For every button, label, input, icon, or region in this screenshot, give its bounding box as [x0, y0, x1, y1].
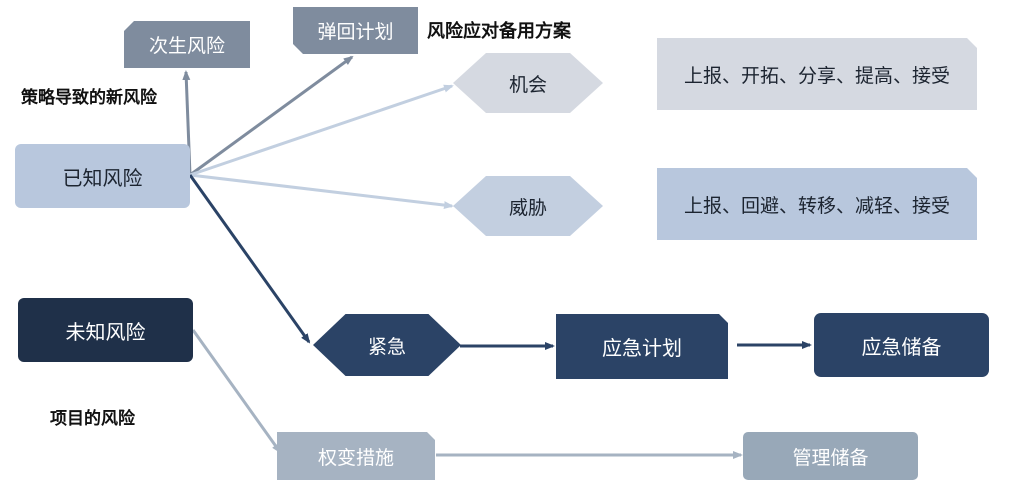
arrow-to-urgent — [188, 174, 311, 344]
urgent-diamond: 紧急 — [313, 314, 461, 376]
arrow-to-opportunity — [189, 84, 454, 177]
management-reserve-box: 管理储备 — [743, 432, 918, 480]
fallback-plan-box: 弹回计划 — [293, 7, 418, 54]
contingency-plan-box: 应急计划 — [556, 314, 728, 379]
secondary-risk-box: 次生风险 — [124, 21, 250, 68]
known-risk-box: 已知风险 — [15, 144, 190, 208]
threat-strategies-box: 上报、回避、转移、减轻、接受 — [657, 168, 977, 240]
threat-strategies-text: 上报、回避、转移、减轻、接受 — [683, 194, 950, 217]
known-risk-label: 已知风险 — [62, 165, 143, 190]
workaround-box: 权变措施 — [277, 432, 435, 480]
secondary-risk-label: 次生风险 — [148, 35, 225, 57]
arrow-to-threat — [189, 173, 454, 210]
unknown-risk-box: 未知风险 — [18, 298, 193, 362]
arrow-to-workaround — [191, 329, 282, 454]
fallback-caption: 风险应对备用方案 — [427, 21, 571, 42]
arrow-to-fallback-plan — [189, 55, 354, 177]
workaround-label: 权变措施 — [317, 446, 394, 469]
unknown-risk-label: 未知风险 — [65, 319, 146, 344]
opportunity-strategies-text: 上报、开拓、分享、提高、接受 — [683, 64, 950, 87]
urgent-label: 紧急 — [367, 335, 406, 358]
contingency-reserve-box: 应急储备 — [814, 313, 989, 377]
opportunity-diamond: 机会 — [453, 53, 603, 113]
management-reserve-label: 管理储备 — [792, 446, 869, 469]
opportunity-strategies-box: 上报、开拓、分享、提高、接受 — [657, 38, 977, 110]
fallback-plan-label: 弹回计划 — [317, 21, 394, 43]
threat-label: 威胁 — [508, 196, 547, 219]
secondary-caption: 策略导致的新风险 — [21, 88, 157, 108]
opportunity-label: 机会 — [508, 73, 547, 96]
threat-diamond: 威胁 — [453, 176, 603, 236]
unknown-caption: 项目的风险 — [50, 409, 135, 429]
contingency-reserve-label: 应急储备 — [861, 334, 942, 359]
contingency-plan-label: 应急计划 — [602, 336, 682, 360]
